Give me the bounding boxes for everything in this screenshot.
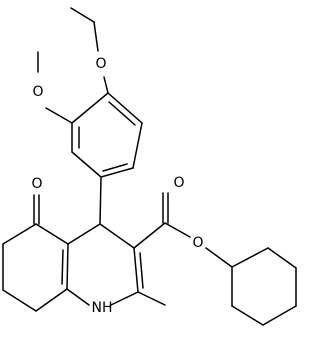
ring-nitrogen-label: NH xyxy=(92,300,113,316)
ether-oxygen-label: O xyxy=(95,56,106,72)
cyclohexenone-ring xyxy=(2,223,69,312)
aryl-link xyxy=(99,176,102,225)
ester-carbonyl-oxygen-label: O xyxy=(173,175,184,191)
ketone-oxygen-label: O xyxy=(31,176,42,192)
methoxy-group xyxy=(37,51,73,124)
ethoxy-group xyxy=(70,7,109,94)
ester-group xyxy=(133,192,233,268)
methyl-group xyxy=(137,291,166,306)
cyclohexyl-ring xyxy=(231,247,297,326)
ester-oxygen-label: O xyxy=(192,235,203,251)
benzene-ring xyxy=(71,92,143,178)
dihydropyridine-ring xyxy=(66,223,144,306)
ketone-group xyxy=(33,194,40,225)
methoxy-oxygen-label: O xyxy=(32,84,43,100)
